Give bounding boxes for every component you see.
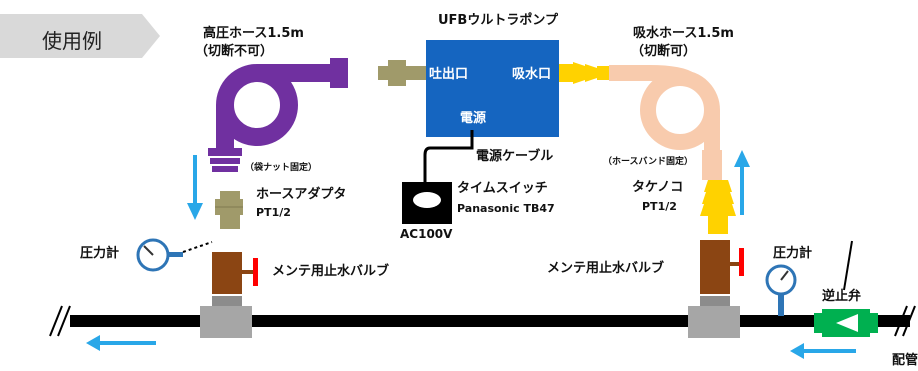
nipple-right <box>700 296 730 306</box>
pump-title: UFBウルトラポンプ <box>438 13 558 28</box>
check-valve-collar-left <box>814 313 822 333</box>
pressure-gauge-left <box>136 238 183 272</box>
cap-nut-fixing-label: （袋ナット固定） <box>245 163 318 173</box>
suction-hose-label: 吸水ホース1.5m <box>633 26 734 41</box>
pump-power-label: 電源 <box>460 111 487 126</box>
pressure-gauge-right <box>765 264 797 316</box>
inlet-barb-fitting <box>559 62 609 84</box>
nipple-left <box>212 296 242 306</box>
valve-handle-right <box>730 262 740 266</box>
hose-adapter-thread-label: PT1/2 <box>256 206 291 219</box>
valve-right-label: メンテ用止水バルブ <box>547 261 665 276</box>
flow-arrow-down-left <box>187 155 203 220</box>
valve-left-label: メンテ用止水バルブ <box>272 264 390 279</box>
pipe-break-right <box>894 305 916 337</box>
timer-dial <box>413 192 441 208</box>
pump-outlet-label: 吐出口 <box>429 67 469 82</box>
ufb-ultra-pump <box>426 40 559 137</box>
power-cable-label: 電源ケーブル <box>476 149 554 164</box>
valve-body-right <box>700 240 730 294</box>
pressure-gauge-left-label: 圧力計 <box>80 246 120 261</box>
takenoko-fitting <box>700 180 736 234</box>
check-valve-leader <box>843 240 853 291</box>
hose-band-fixing-label: （ホースバンド固定） <box>603 157 694 167</box>
pressure-gauge-right-label: 圧力計 <box>773 246 813 261</box>
outlet-union-fitting <box>378 60 426 86</box>
pipe-label: 配管 <box>892 353 918 368</box>
suction-hose-note: （切断可） <box>631 44 697 59</box>
hose-adapter-label: ホースアダプタ <box>256 187 347 202</box>
takenoko-thread-label: PT1/2 <box>642 200 677 213</box>
hose-adapter-fitting <box>215 191 243 229</box>
timer-switch-label: タイムスイッチ <box>457 181 548 196</box>
gauge-leader-left <box>182 241 213 253</box>
flow-arrow-up-right <box>734 150 750 215</box>
example-tag-shape <box>0 14 160 58</box>
power-cable <box>423 130 474 182</box>
check-valve-label: 逆止弁 <box>822 289 862 304</box>
pipe-break-left <box>49 305 71 337</box>
example-tag-label: 使用例 <box>42 29 102 53</box>
valve-handle-left <box>242 270 254 274</box>
pump-inlet-label: 吸水口 <box>512 67 552 82</box>
valve-lever-left <box>253 258 258 286</box>
high-pressure-hose <box>208 58 348 172</box>
check-valve-arrow <box>836 314 858 332</box>
check-valve-collar-right <box>870 313 878 333</box>
valve-lever-right <box>739 248 744 276</box>
takenoko-label: タケノコ <box>632 180 684 195</box>
flow-arrow-bottom-left <box>86 335 156 351</box>
high-pressure-hose-note: （切断不可） <box>195 44 274 59</box>
suction-hose <box>609 65 722 180</box>
timer-model-label: Panasonic TB47 <box>457 202 555 215</box>
tee-fitting-right <box>688 306 740 338</box>
ac100v-label: AC100V <box>400 227 453 241</box>
flow-arrow-bottom-right <box>790 343 856 359</box>
high-pressure-hose-label: 高圧ホース1.5m <box>203 26 304 41</box>
valve-body-left <box>212 252 242 294</box>
main-pipe <box>70 315 910 327</box>
tee-fitting-left <box>200 306 252 338</box>
